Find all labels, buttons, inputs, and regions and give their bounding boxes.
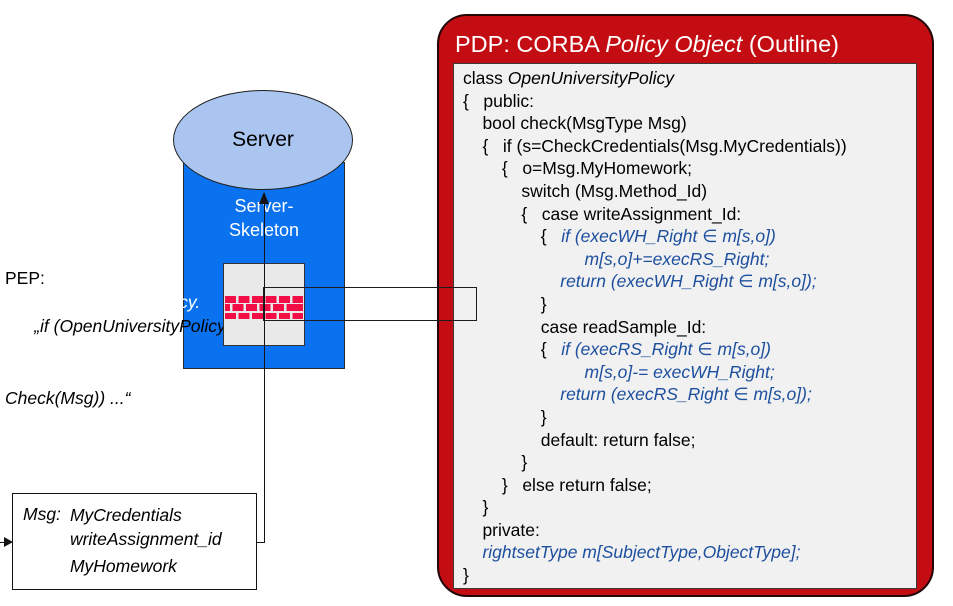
code-line: rightsetType m[SubjectType,ObjectType]; <box>463 542 801 563</box>
code-line: switch (Msg.Method_Id) <box>463 180 708 201</box>
code-line: { case writeAssignment_Id: <box>463 203 742 224</box>
msg-field: MyHomework <box>69 556 177 576</box>
code-line: private: <box>463 519 540 540</box>
pep-code-line1: „if (OpenUniversityPolicy. „if (OpenUniv… <box>5 292 230 336</box>
arrow-up-icon <box>259 192 269 204</box>
code-line: { public: <box>463 90 535 111</box>
code-line: } <box>463 293 547 314</box>
code-line: { if (s=CheckCredentials(Msg.MyCredentia… <box>463 135 847 156</box>
msg-input-arrow-icon <box>4 537 13 547</box>
code-line: return (execRS_Right ∈ m[s,o]); <box>463 384 812 405</box>
code-line: } <box>463 497 489 518</box>
pep-label: PEP: <box>5 268 45 288</box>
code-line: } <box>463 565 469 586</box>
code-line: return (execWH_Right ∈ m[s,o]); <box>463 271 817 292</box>
pdp-title: PDP: CORBA Policy Object (Outline) <box>455 31 839 57</box>
interception-rect <box>263 287 477 321</box>
msg-box-connector-line <box>256 541 265 544</box>
code-line: { if (execRS_Right ∈ m[s,o]) <box>463 339 771 360</box>
policy-code-box <box>453 63 917 589</box>
msg-field: writeAssignment_id <box>69 529 222 549</box>
pep-code-line1-overlay: „if (OpenUniversityPolicy. <box>5 292 201 312</box>
code-line: } <box>463 406 547 427</box>
code-line: class OpenUniversityPolicy <box>463 68 675 88</box>
server-label: Server <box>232 128 294 151</box>
message-flow-line <box>263 193 266 542</box>
pep-code-line2: Check(Msg)) ...“ <box>5 388 131 408</box>
code-line: m[s,o]-= execWH_Right; <box>463 361 775 382</box>
code-line: bool check(MsgType Msg) <box>463 113 687 134</box>
msg-label: Msg: <box>23 504 61 524</box>
msg-input-arrow-line <box>0 541 6 544</box>
msg-field: MyCredentials <box>69 505 182 525</box>
code-line: } else return false; <box>463 474 652 495</box>
code-line: } <box>463 452 528 473</box>
code-line: { o=Msg.MyHomework; <box>463 158 693 179</box>
policy-code: class OpenUniversityPolicy{ public: bool… <box>463 67 847 587</box>
code-line: m[s,o]+=execRS_Right; <box>463 248 770 269</box>
server-ellipse: Server <box>173 90 353 190</box>
pep-annotation: PEP: „if (OpenUniversityPolicy. „if (Ope… <box>5 266 229 410</box>
code-line: case readSample_Id: <box>463 316 707 337</box>
code-line: { if (execWH_Right ∈ m[s,o]) <box>463 226 776 247</box>
code-line: default: return false; <box>463 429 696 450</box>
